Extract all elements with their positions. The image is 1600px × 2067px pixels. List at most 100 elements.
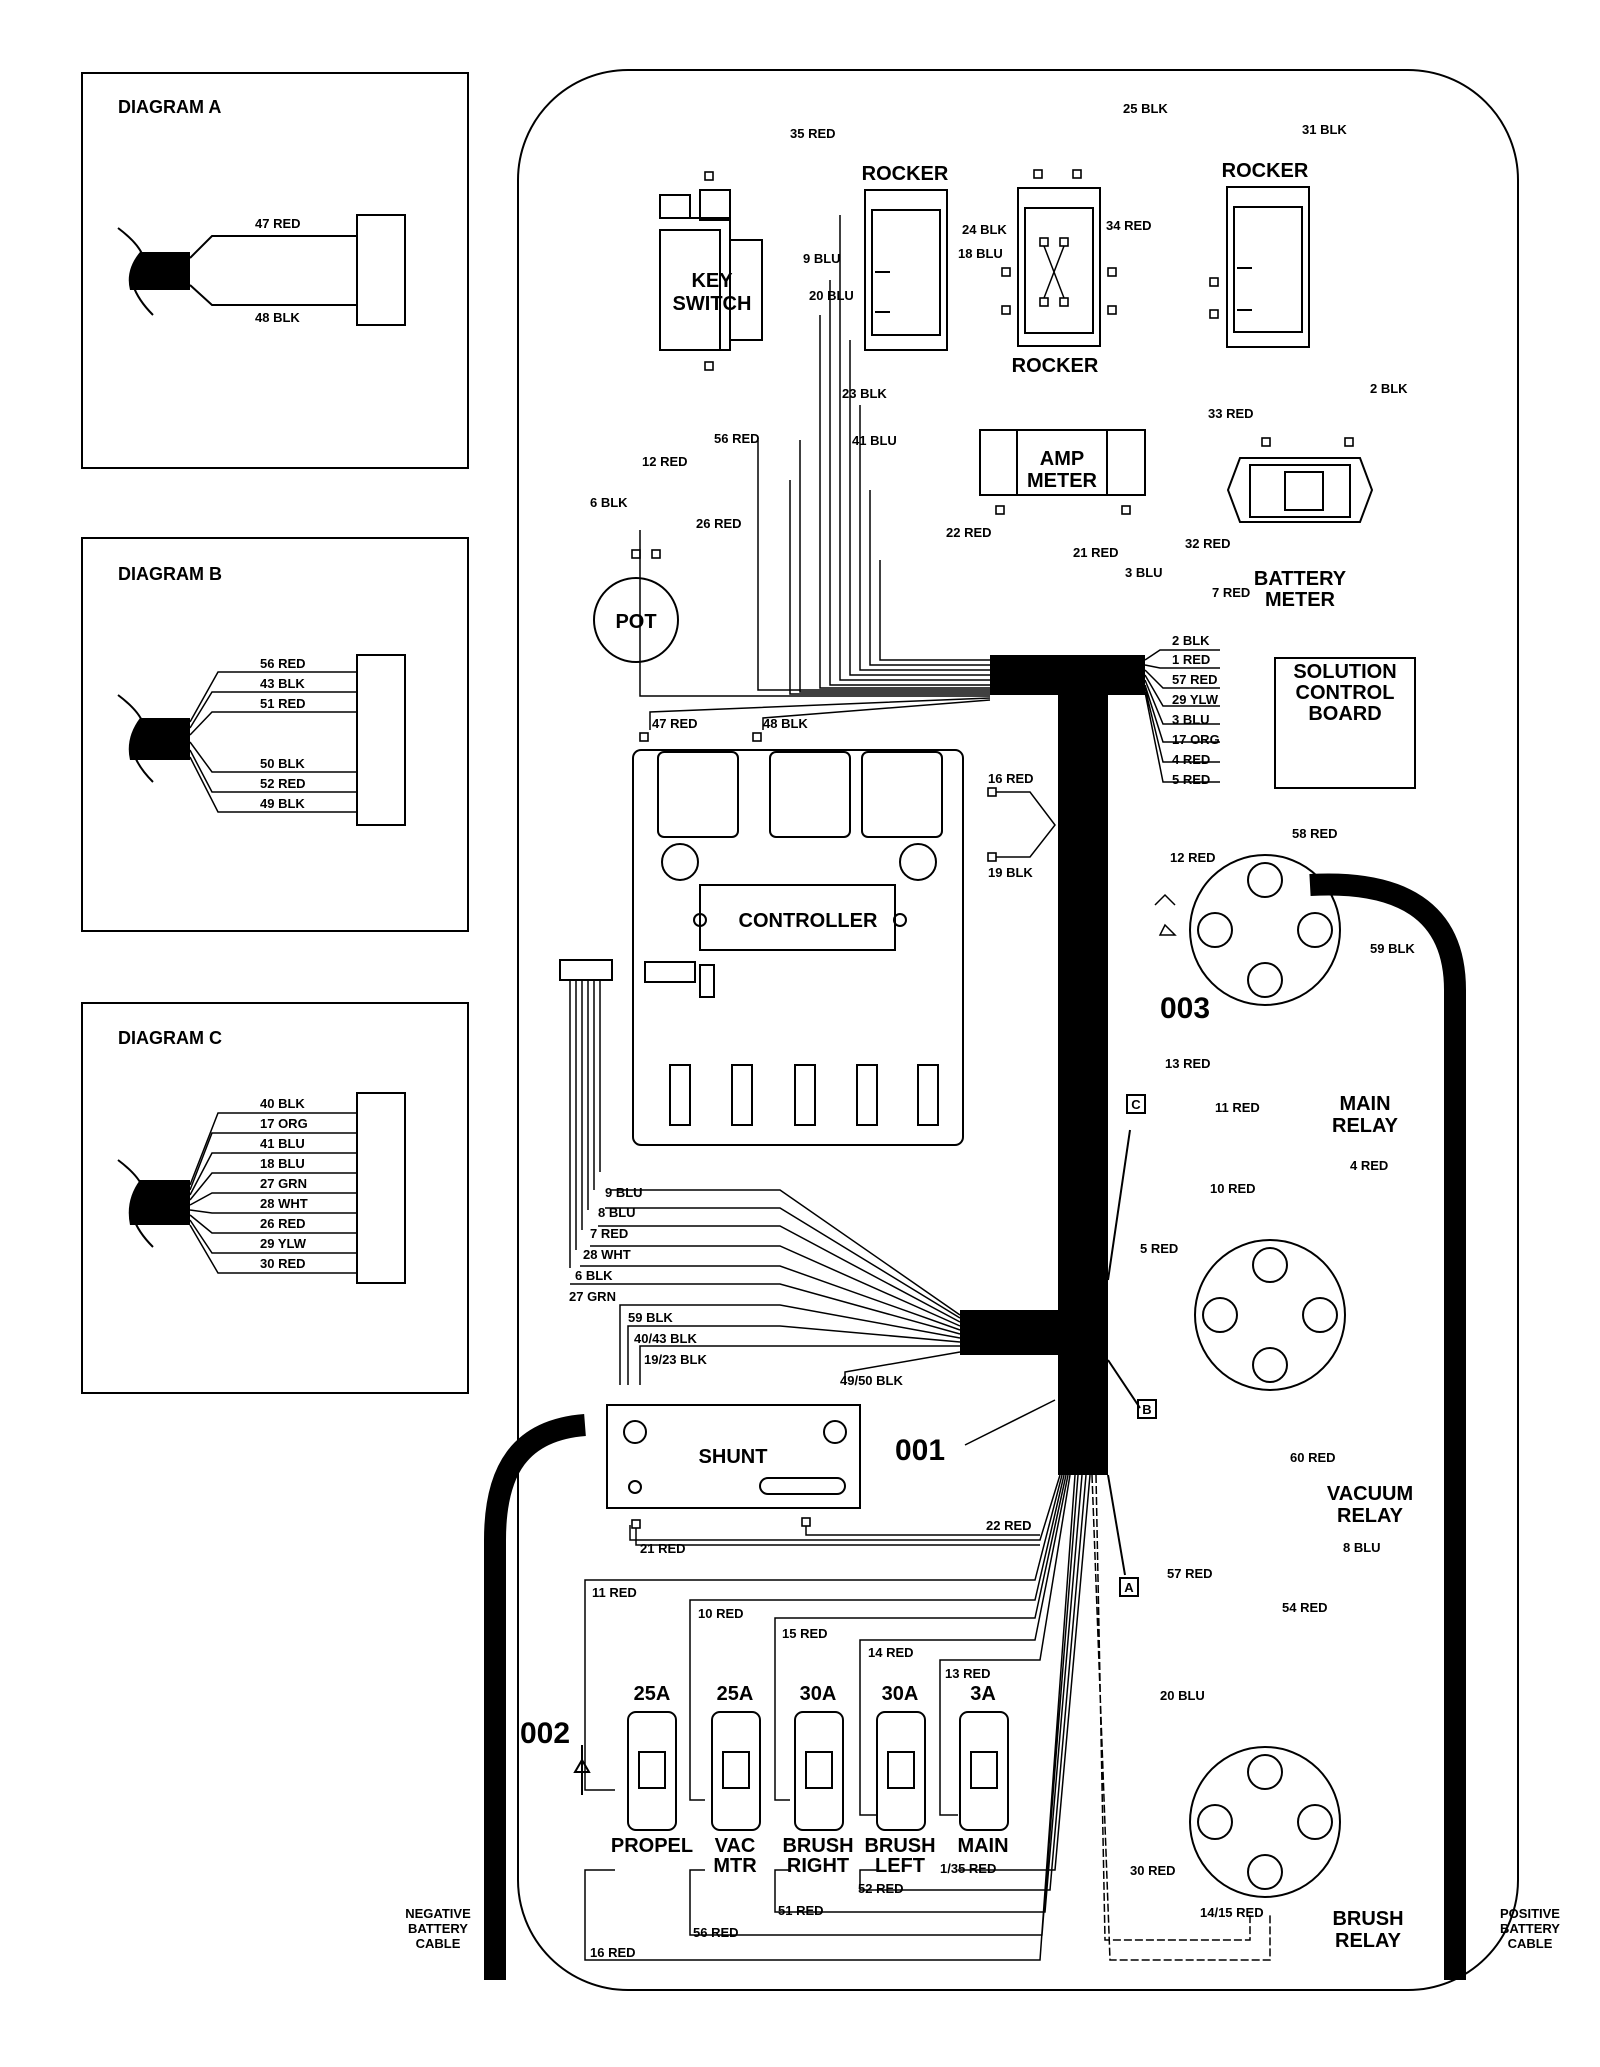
connector-tag-a bbox=[1119, 1577, 1139, 1597]
callout-001: 001 bbox=[895, 1434, 945, 1467]
wire-labels-fuse-block: 11 RED 10 RED 15 RED 14 RED 13 RED 1/35 … bbox=[590, 1585, 996, 1960]
wire-label: 54 RED bbox=[1282, 1600, 1328, 1615]
wire-label: 50 BLK bbox=[260, 756, 305, 771]
wire-label: 19/23 BLK bbox=[644, 1352, 707, 1367]
wire-label: 2 BLK bbox=[1370, 381, 1408, 396]
wire-label: 7 RED bbox=[590, 1226, 628, 1241]
amp-meter: AMP METER bbox=[979, 429, 1146, 515]
wire-label: 9 BLU bbox=[803, 251, 841, 266]
wire-label: 26 RED bbox=[696, 516, 742, 531]
shunt-label: SHUNT bbox=[699, 1446, 768, 1468]
wire-label: 30 RED bbox=[1130, 1863, 1176, 1878]
callout-003: 003 bbox=[1160, 992, 1210, 1025]
battery-meter-label: METER bbox=[1265, 589, 1336, 611]
positive-battery-cable bbox=[1309, 873, 1466, 1980]
wire-label: 40 BLK bbox=[260, 1096, 305, 1111]
wire-label: 21 RED bbox=[1073, 545, 1119, 560]
wire-label: 34 RED bbox=[1106, 218, 1152, 233]
inset-title: DIAGRAM A bbox=[118, 97, 221, 117]
wire-label: 11 RED bbox=[592, 1585, 637, 1600]
relay-label: RELAY bbox=[1332, 1115, 1399, 1137]
wire-label: 48 BLK bbox=[763, 716, 808, 731]
wire-label: 56 RED bbox=[714, 431, 760, 446]
rocker-switch-left: ROCKER bbox=[862, 163, 949, 351]
battery-meter: BATTERY METER bbox=[1226, 437, 1374, 611]
wire-label: 10 RED bbox=[698, 1606, 744, 1621]
wire-label: 12 RED bbox=[642, 454, 688, 469]
wire-label: 32 RED bbox=[1185, 536, 1231, 551]
negative-cable-label: NEGATIVE BATTERY CABLE bbox=[405, 1906, 471, 1951]
inset-c-labels: 40 BLK 17 ORG 41 BLU 18 BLU 27 GRN 28 WH… bbox=[260, 1096, 308, 1271]
cable-label: CABLE bbox=[416, 1936, 461, 1951]
wire-label: 4 RED bbox=[1350, 1158, 1388, 1173]
key-switch-label: KEY bbox=[691, 270, 733, 292]
wire-label: 57 RED bbox=[1167, 1566, 1213, 1581]
wire-label: 59 BLK bbox=[628, 1310, 673, 1325]
tag-label: B bbox=[1142, 1402, 1151, 1417]
relay-label: MAIN bbox=[1339, 1093, 1390, 1115]
wire-label: 9 BLU bbox=[605, 1185, 643, 1200]
wire-label: 14/15 RED bbox=[1200, 1905, 1264, 1920]
fuse-name: PROPEL bbox=[611, 1835, 693, 1857]
wire-label: 10 RED bbox=[1210, 1181, 1256, 1196]
wire-label: 18 BLU bbox=[260, 1156, 305, 1171]
wire-label: 19 BLK bbox=[988, 865, 1033, 880]
wire-label: 60 RED bbox=[1290, 1450, 1336, 1465]
cable-bundle bbox=[128, 252, 190, 290]
wire-label: 5 RED bbox=[1140, 1241, 1178, 1256]
wire-labels-top: 35 RED 25 BLK 31 BLK 24 BLK 34 RED 18 BL… bbox=[590, 101, 1408, 600]
scb-label: CONTROL bbox=[1296, 682, 1395, 704]
wire-label: 18 BLU bbox=[958, 246, 1003, 261]
wire-label: 16 RED bbox=[988, 771, 1034, 786]
wire-label: 14 RED bbox=[868, 1645, 914, 1660]
fuse: 3A MAIN bbox=[957, 1683, 1009, 1857]
solution-control-board: SOLUTION CONTROL BOARD bbox=[1274, 657, 1416, 789]
wire-label: 49/50 BLK bbox=[840, 1373, 903, 1388]
wire-label: 41 BLU bbox=[852, 433, 897, 448]
wire-label: 1 RED bbox=[1172, 652, 1210, 667]
inset-title: DIAGRAM B bbox=[118, 564, 222, 584]
amp-meter-label: METER bbox=[1027, 470, 1098, 492]
relay-label: RELAY bbox=[1335, 1930, 1402, 1952]
wire-label: 30 RED bbox=[260, 1256, 306, 1271]
wire-label: 13 RED bbox=[1165, 1056, 1211, 1071]
fuse-name: MAIN bbox=[957, 1835, 1008, 1857]
wire-labels-controller: 47 RED 48 BLK 16 RED 19 BLK bbox=[652, 716, 1034, 880]
inset-diagram-a: DIAGRAM A 47 RED 48 BLK bbox=[81, 72, 469, 469]
fuse-name: RIGHT bbox=[787, 1855, 849, 1877]
wire-label: 15 RED bbox=[782, 1626, 828, 1641]
wire-label: 8 BLU bbox=[598, 1205, 636, 1220]
wire-label: 5 RED bbox=[1172, 772, 1210, 787]
wire-label: 25 BLK bbox=[1123, 101, 1168, 116]
wire-label: 6 BLK bbox=[575, 1268, 613, 1283]
cable-label: BATTERY bbox=[1500, 1921, 1560, 1936]
brush-relay: BRUSH RELAY bbox=[1189, 1746, 1404, 1952]
wire-labels-brush-relay: 8 BLU 57 RED 54 RED 20 BLU 30 RED 14/15 … bbox=[1130, 1540, 1381, 1920]
wire-label: 41 BLU bbox=[260, 1136, 305, 1151]
cable-label: BATTERY bbox=[408, 1921, 468, 1936]
wire-label: 6 BLK bbox=[590, 495, 628, 510]
wire-label: 23 BLK bbox=[842, 386, 887, 401]
rocker-switch-right: ROCKER bbox=[1209, 160, 1310, 348]
wire-label: 33 RED bbox=[1208, 406, 1254, 421]
wire-label: 59 BLK bbox=[1370, 941, 1415, 956]
wire-label: 58 RED bbox=[1292, 826, 1338, 841]
fuse: 25A PROPEL bbox=[611, 1683, 693, 1857]
scb-label: BOARD bbox=[1308, 703, 1381, 725]
wire-label: 51 RED bbox=[778, 1903, 824, 1918]
wire-label: 52 RED bbox=[260, 776, 306, 791]
wire-label: 51 RED bbox=[260, 696, 306, 711]
wire-labels-main-relay: 58 RED 12 RED 59 BLK 13 RED 11 RED bbox=[1165, 826, 1415, 1115]
wire-label: 11 RED bbox=[1215, 1100, 1260, 1115]
rocker-label: ROCKER bbox=[1222, 160, 1309, 182]
inset-diagram-c: DIAGRAM C 40 BLK 17 ORG 41 BLU 18 BLU 27… bbox=[81, 1002, 469, 1394]
inset-title: DIAGRAM C bbox=[118, 1028, 222, 1048]
wire-label: 40/43 BLK bbox=[634, 1331, 697, 1346]
wire-labels-shunt: 59 BLK 40/43 BLK 19/23 BLK 49/50 BLK 21 … bbox=[628, 1310, 1040, 1556]
fuse: 25A VAC MTR bbox=[711, 1683, 761, 1877]
wire-label: 28 WHT bbox=[583, 1247, 631, 1262]
wire-labels-vacuum-relay: 10 RED 4 RED 5 RED 60 RED bbox=[1140, 1158, 1388, 1465]
fuse-name: LEFT bbox=[875, 1855, 925, 1877]
wire-label: 56 RED bbox=[260, 656, 306, 671]
